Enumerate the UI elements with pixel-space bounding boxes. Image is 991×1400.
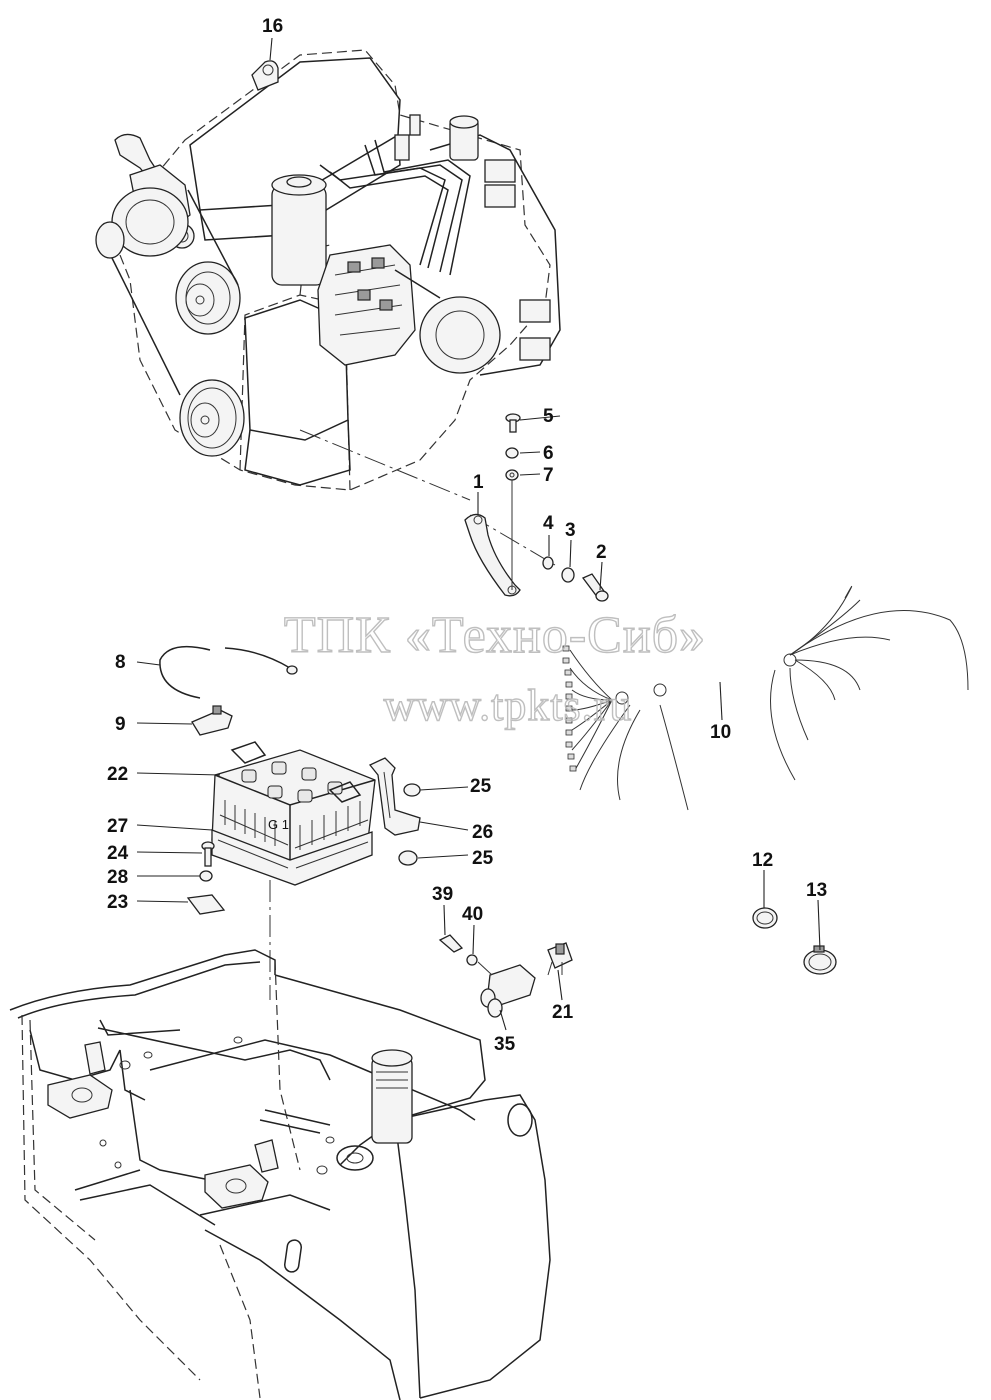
part-2-bolt <box>581 573 609 602</box>
part-40-nut <box>466 954 478 966</box>
leader-lines <box>136 415 821 1031</box>
callout-6: 6 <box>543 443 554 464</box>
part-4-washer <box>542 556 554 570</box>
part-22-battery: G 1 <box>211 741 376 886</box>
callout-39: 39 <box>432 884 453 905</box>
callout-10: 10 <box>710 722 731 743</box>
callout-27: 27 <box>107 816 128 837</box>
watermark-line-2: www.tpkts.ru <box>384 681 633 730</box>
callout-2: 2 <box>596 542 607 563</box>
callout-25-lower: 25 <box>472 848 494 869</box>
callout-21: 21 <box>552 1002 574 1023</box>
part-6-nut <box>505 447 519 459</box>
callout-40: 40 <box>462 904 483 925</box>
callout-24: 24 <box>107 843 129 864</box>
callout-26: 26 <box>472 822 493 843</box>
part-12-hose-clamp <box>752 907 778 929</box>
callout-1: 1 <box>473 472 484 493</box>
part-39-screw <box>438 934 464 953</box>
callout-23: 23 <box>107 892 128 913</box>
part-23-plate <box>186 894 226 915</box>
watermark-line-1: ТПК «Техно-Сиб» <box>284 607 706 664</box>
watermark: ТПК «Техно-Сиб» www.tpkts.ru <box>283 606 706 730</box>
part-9-terminal <box>191 705 233 736</box>
part-25-nut-lower <box>398 850 418 866</box>
battery-marking: G 1 <box>268 817 289 832</box>
callout-8: 8 <box>115 652 126 673</box>
part-24-bolt <box>201 841 215 867</box>
callout-9: 9 <box>115 714 126 735</box>
part-3-nut <box>561 567 575 583</box>
callout-12: 12 <box>752 850 773 871</box>
engine-assembly <box>95 49 561 491</box>
callout-25-upper: 25 <box>470 776 492 797</box>
part-35-connector <box>480 964 536 1018</box>
callout-28: 28 <box>107 867 128 888</box>
part-26-hold-down <box>368 757 421 836</box>
part-28-washer <box>199 870 213 882</box>
part-8-cable <box>159 645 298 699</box>
callout-22: 22 <box>107 764 128 785</box>
callout-4: 4 <box>543 513 554 534</box>
part-21-switch <box>547 942 573 976</box>
part-13-hose-clamp <box>803 945 837 975</box>
callout-3: 3 <box>565 520 576 541</box>
callout-7: 7 <box>543 465 554 486</box>
part-16-clamp <box>251 37 279 91</box>
part-10-wiring-harness <box>562 585 969 811</box>
callout-35: 35 <box>494 1034 516 1055</box>
callout-13: 13 <box>806 880 827 901</box>
callout-labels: 16 5 6 7 1 4 3 2 8 9 10 22 25 27 26 24 2… <box>107 16 827 1055</box>
part-7-washer <box>505 469 519 481</box>
part-5-bolt <box>505 413 521 433</box>
part-25-nut-upper <box>403 783 421 797</box>
frame-chassis <box>9 949 551 1400</box>
callout-16: 16 <box>262 16 283 37</box>
callout-5: 5 <box>543 406 554 427</box>
